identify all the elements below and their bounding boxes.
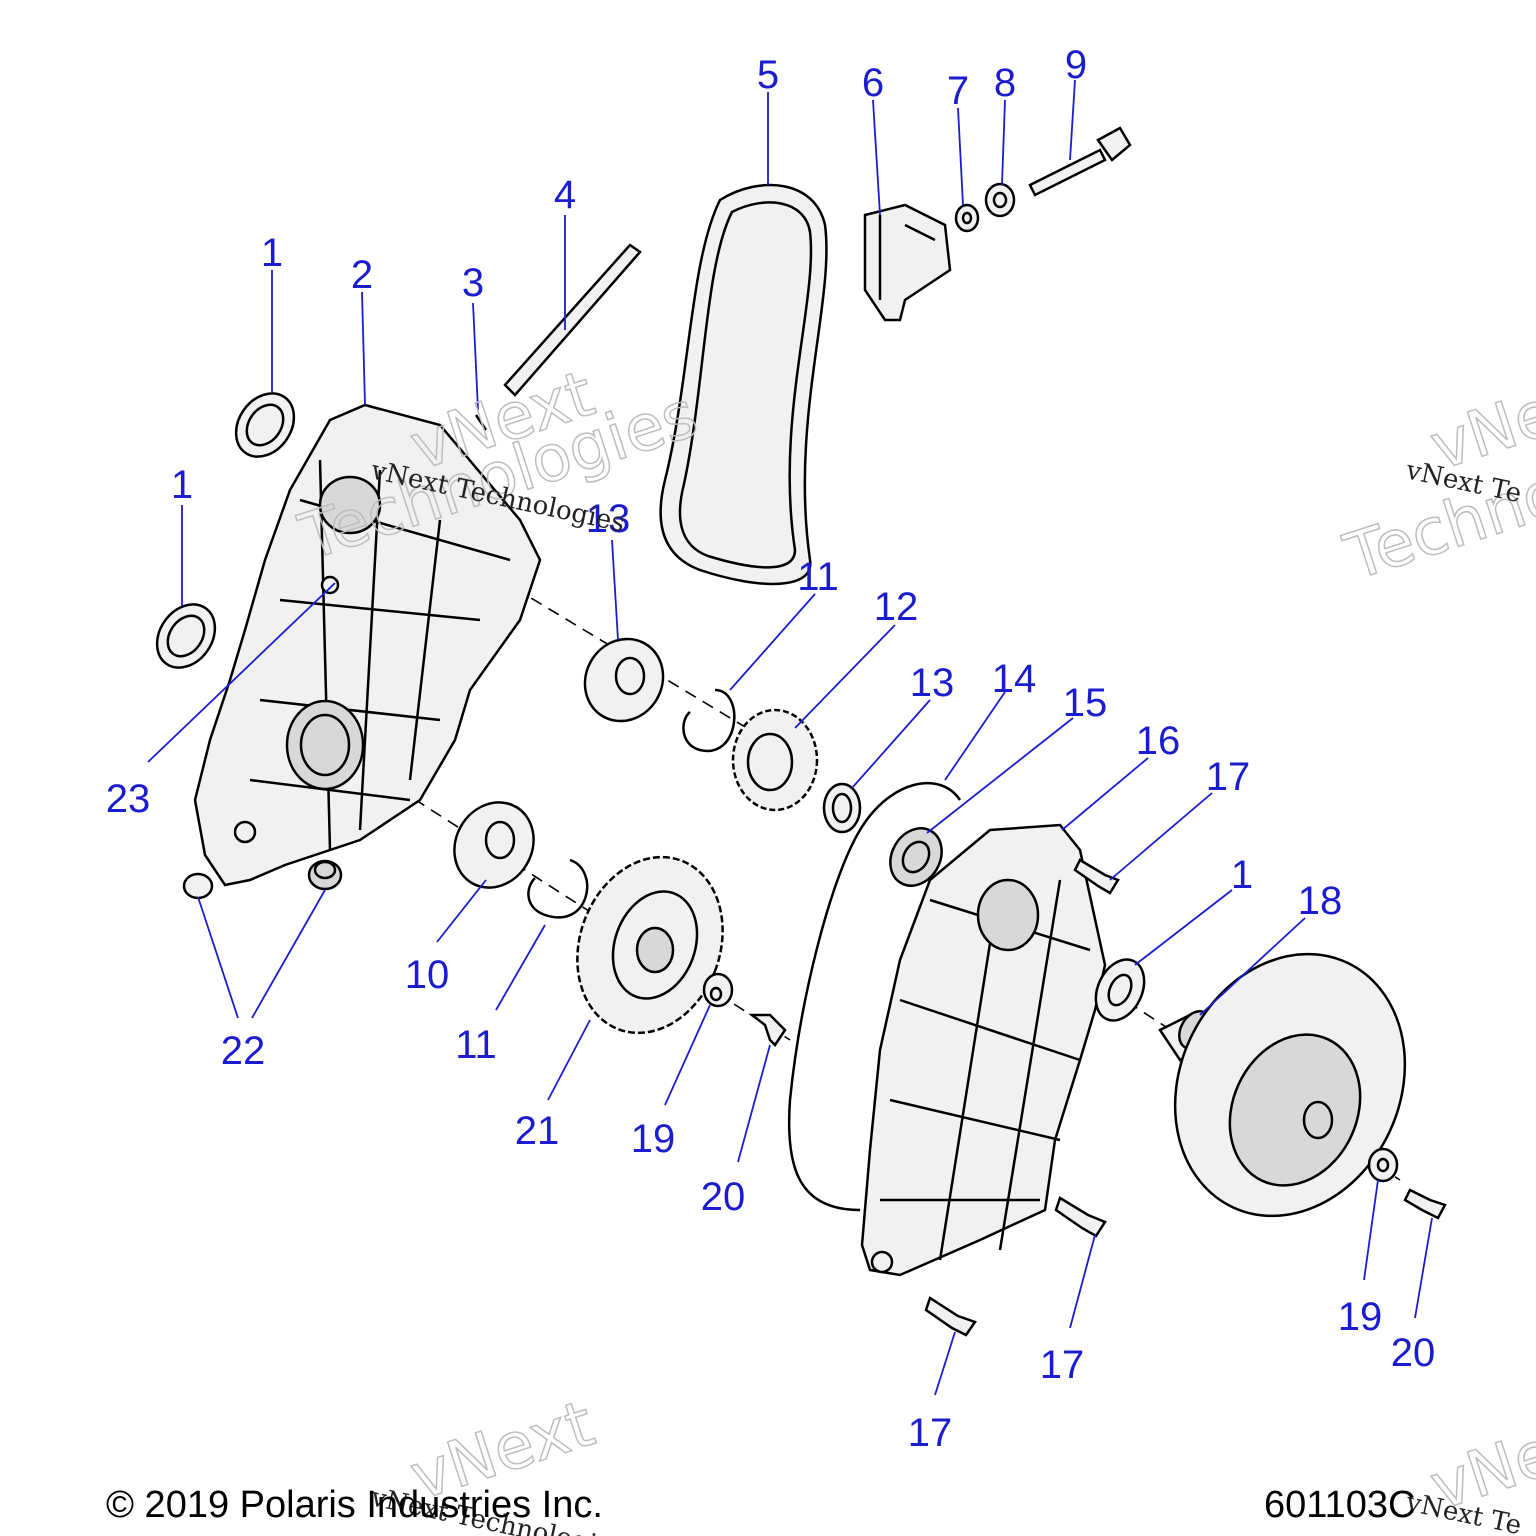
callout-1-lower: 1 (171, 463, 193, 507)
bearing-part-10 (453, 801, 535, 889)
callout-23: 23 (106, 777, 151, 821)
callout-17-upper: 17 (1206, 755, 1251, 799)
callout-18: 18 (1298, 879, 1343, 923)
callout-20-right: 20 (1391, 1331, 1436, 1375)
callout-16: 16 (1136, 719, 1181, 763)
brake-disc (1173, 952, 1407, 1218)
callout-17-middle: 17 (1040, 1343, 1085, 1387)
seal-part-1-lower (155, 603, 217, 669)
washer-part-19-right (1367, 1147, 1399, 1183)
seal-part-1-upper (234, 392, 296, 458)
callout-1-right: 1 (1231, 853, 1253, 897)
bolt-part-17-b (1054, 1196, 1107, 1238)
seal-part-1-right (1094, 958, 1146, 1022)
callout-10: 10 (405, 953, 450, 997)
callout-3: 3 (462, 261, 484, 305)
callout-19-left: 19 (631, 1117, 676, 1161)
gasket-part-14 (787, 781, 962, 1212)
pin-part-3 (474, 414, 488, 431)
callout-13-upper: 13 (586, 497, 631, 541)
inner-chaincase-housing-part-2 (193, 403, 542, 887)
callout-19-right: 19 (1338, 1295, 1383, 1339)
chaincase-cover-part-16 (860, 823, 1107, 1277)
callout-11-upper: 11 (797, 555, 839, 599)
bolt-part-20-left (748, 1013, 787, 1047)
copyright-notice: © 2019 Polaris Industries Inc. (106, 1484, 603, 1526)
bearing-part-13-upper (583, 637, 665, 723)
callout-5: 5 (757, 53, 779, 97)
diagram-code: 601103C (1264, 1484, 1416, 1526)
callout-2: 2 (351, 253, 373, 297)
seal-part-15 (889, 827, 943, 887)
callout-1-upper: 1 (261, 231, 283, 275)
callout-8: 8 (994, 61, 1016, 105)
washer-part-19-left (702, 972, 734, 1008)
washer-part-7 (954, 203, 980, 233)
callout-6: 6 (862, 61, 884, 105)
callout-13: 13 (910, 661, 955, 705)
callout-12: 12 (874, 585, 919, 629)
callout-7: 7 (947, 69, 969, 113)
plug-part-22-b (307, 859, 343, 891)
spacer-part-8 (984, 182, 1016, 218)
callout-15: 15 (1063, 681, 1108, 725)
callout-21: 21 (515, 1109, 560, 1153)
gear-part-21 (576, 855, 724, 1035)
spacer-part-13 (822, 782, 862, 834)
callout-20-left: 20 (701, 1175, 746, 1219)
leader-lines (147, 79, 1433, 1396)
rod-part-4 (503, 243, 642, 397)
bolt-part-20-right (1403, 1188, 1447, 1220)
snap-ring-part-11-lower (527, 858, 589, 919)
plug-part-22-a (182, 872, 214, 900)
callout-4: 4 (554, 173, 576, 217)
watermark-bottom-right: vNext vNext Te (1403, 1396, 1536, 1536)
snap-ring-part-11-upper (682, 688, 736, 753)
callout-11-lower: 11 (455, 1023, 497, 1067)
bolt-part-17-a (1073, 858, 1120, 895)
sprocket-part-12 (731, 708, 819, 812)
callout-14: 14 (992, 657, 1037, 701)
tensioner-part-6 (863, 203, 952, 322)
callout-22: 22 (221, 1029, 266, 1073)
callout-17-lower: 17 (908, 1411, 953, 1455)
callout-9: 9 (1065, 43, 1087, 87)
bolt-part-17-c (924, 1296, 977, 1337)
bolt-part-9 (1028, 126, 1132, 197)
drive-chain-part-5 (659, 183, 828, 586)
watermark-right: vNext Techno vNext Te (1335, 356, 1536, 596)
